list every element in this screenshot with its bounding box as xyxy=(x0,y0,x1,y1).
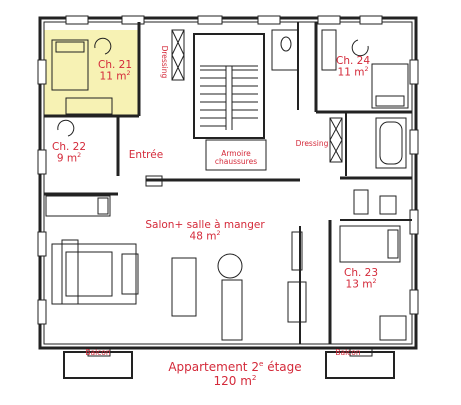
label-balcon-right: Balcon xyxy=(335,348,361,357)
balcony-right xyxy=(325,351,395,379)
total-area: 120 m2 xyxy=(213,372,257,388)
dressing-left-cabinet xyxy=(171,29,185,81)
armoire-text: Armoire xyxy=(221,149,251,158)
plan-title: Appartement 2e étage 120 m2 xyxy=(150,360,320,387)
label-ch22: Ch. 22 9 m2 xyxy=(44,141,94,165)
label-dressing-right: Dressing xyxy=(295,139,329,148)
ch23-name: Ch. 23 xyxy=(343,267,379,279)
ch24-area: 11 m2 xyxy=(337,66,369,79)
room-ch21-highlight xyxy=(44,30,139,116)
ch21-name: Ch. 21 xyxy=(97,59,133,71)
stairwell xyxy=(193,33,265,139)
stairs xyxy=(200,65,258,130)
kitchen-counter xyxy=(221,279,243,341)
label-ch21: Ch. 21 11 m2 xyxy=(90,59,140,83)
desk-ch23 xyxy=(379,315,407,341)
bed-ch22 xyxy=(45,195,111,217)
sofa xyxy=(61,239,79,305)
desk-ch21 xyxy=(65,97,113,115)
armchair xyxy=(121,253,139,295)
ch23-area: 13 m2 xyxy=(345,278,377,291)
bed-ch24 xyxy=(371,63,409,109)
dining-table xyxy=(171,257,197,317)
title-line: Appartement 2e étage xyxy=(168,359,302,374)
top-windows xyxy=(65,15,383,25)
partition-block xyxy=(145,175,163,187)
label-dressing-left: Dressing xyxy=(159,45,169,79)
label-entree: Entrée xyxy=(128,149,164,161)
label-balcon-left: Balcon xyxy=(85,348,111,357)
rug xyxy=(51,243,137,305)
salon-name: Salon+ salle à manger xyxy=(145,219,265,231)
table-round xyxy=(217,253,243,279)
ch22-area: 9 m2 xyxy=(56,152,82,165)
bed-ch23 xyxy=(339,225,401,263)
label-armoire: Armoire chaussures xyxy=(208,150,264,166)
outer-wall xyxy=(38,16,418,350)
stove xyxy=(287,281,307,323)
bed-ch21 xyxy=(51,39,89,91)
ch24-name: Ch. 24 xyxy=(335,55,371,67)
right-windows xyxy=(409,59,419,315)
coffee-table xyxy=(65,251,113,297)
wc-2 xyxy=(353,189,369,215)
dressing-right-cabinet xyxy=(329,117,343,163)
salon-area: 48 m2 xyxy=(189,230,221,243)
bathtub xyxy=(375,117,407,169)
column xyxy=(291,231,303,271)
label-ch23: Ch. 23 13 m2 xyxy=(336,267,386,291)
ch21-area: 11 m2 xyxy=(99,70,131,83)
label-ch24: Ch. 24 11 m2 xyxy=(328,55,378,79)
desk-ch24 xyxy=(321,29,337,71)
chaussures-text: chaussures xyxy=(214,156,258,166)
wc-top xyxy=(271,29,299,71)
balcony-left xyxy=(63,351,133,379)
outer-wall-inner xyxy=(43,21,413,345)
label-salon: Salon+ salle à manger 48 m2 xyxy=(140,219,270,243)
sink-2 xyxy=(379,195,397,215)
left-windows xyxy=(37,59,47,325)
ch22-name: Ch. 22 xyxy=(51,141,87,153)
